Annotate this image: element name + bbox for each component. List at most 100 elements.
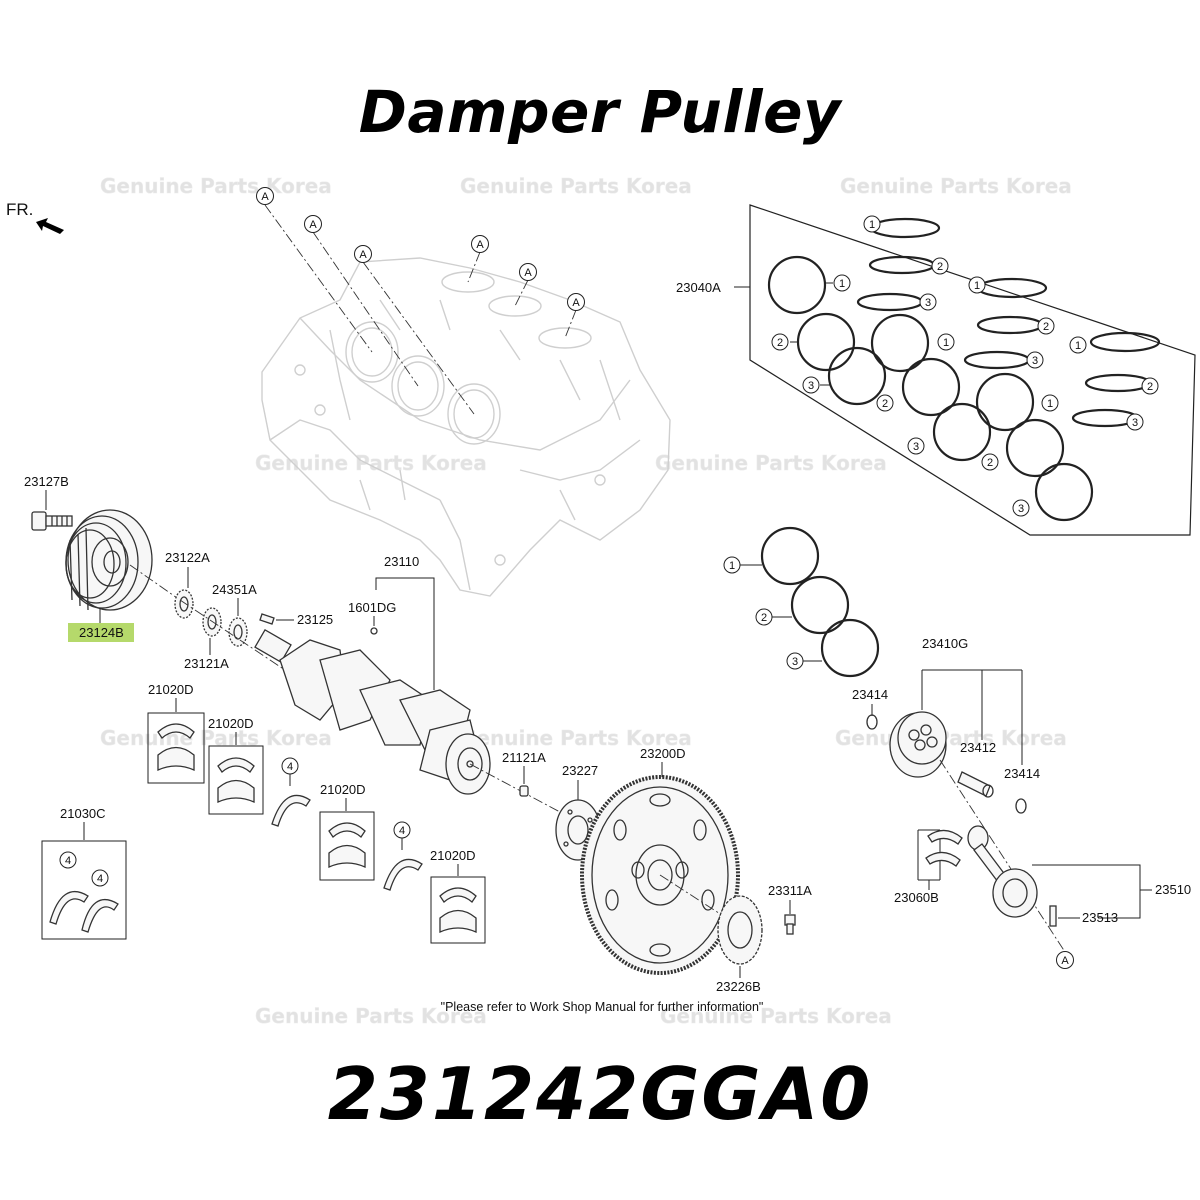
- callout-2: 2: [1141, 377, 1159, 395]
- front-arrow-icon: [36, 218, 64, 234]
- label-21020D: 21020D: [320, 782, 366, 797]
- damper-pulley: [65, 509, 153, 611]
- watermark: Genuine Parts Korea: [100, 174, 332, 198]
- ref-marker-a: A: [304, 215, 322, 233]
- svg-text:4: 4: [97, 873, 103, 885]
- piston-assembly-23410G: 23410G 23414 23412 23414: [852, 636, 1040, 814]
- main-bearing-21020D: 21020D: [319, 782, 375, 881]
- plate-23226B: 23226B: [716, 895, 763, 994]
- front-indicator-label: FR.: [6, 200, 33, 219]
- label-23124B: 23124B: [79, 625, 124, 640]
- svg-text:A: A: [1061, 955, 1069, 967]
- ref-marker-a: A: [354, 245, 372, 263]
- label-23412: 23412: [960, 740, 996, 755]
- svg-text:1: 1: [974, 280, 980, 292]
- part-number: 231242GGA0: [327, 1052, 873, 1136]
- front-indicator: FR.: [6, 200, 64, 234]
- label-23040A: 23040A: [676, 280, 721, 295]
- svg-text:A: A: [261, 191, 269, 203]
- ref-marker-a: A: [471, 235, 489, 253]
- flywheel-23200D: 23200D: [580, 746, 746, 975]
- label-23227: 23227: [562, 763, 598, 778]
- label-23127B: 23127B: [24, 474, 69, 489]
- label-23414: 23414: [1004, 766, 1040, 781]
- svg-text:3: 3: [913, 441, 919, 453]
- key-23125: 23125 1601DG: [259, 600, 396, 635]
- callout-3: 3: [1012, 499, 1030, 517]
- svg-text:2: 2: [761, 612, 767, 624]
- svg-text:A: A: [524, 267, 532, 279]
- label-23414: 23414: [852, 687, 888, 702]
- svg-text:2: 2: [882, 398, 888, 410]
- ref-marker-a: A: [567, 293, 585, 311]
- callout-2: 2: [1037, 317, 1055, 335]
- callout-3: 3: [1026, 351, 1044, 369]
- main-bearing-21020D: 21020D: [208, 716, 264, 815]
- svg-text:2: 2: [1043, 321, 1049, 333]
- callout-4: 4: [91, 869, 109, 887]
- thrust-washer-set-21030C: 21030C 4 4: [41, 806, 127, 940]
- callout-1: 1: [863, 215, 881, 233]
- piston-ring-set: 23040A 1 2 3 1 2 3 1: [676, 204, 1196, 536]
- callout-3: 3: [907, 437, 925, 455]
- svg-text:A: A: [572, 297, 580, 309]
- label-23110: 23110: [384, 554, 419, 569]
- label-21030C: 21030C: [60, 806, 106, 821]
- svg-text:2: 2: [777, 337, 783, 349]
- callout-2: 2: [981, 453, 999, 471]
- engine-block: [261, 257, 671, 597]
- diagram-title: Damper Pulley: [358, 78, 842, 146]
- bolt-23311A: 23311A: [768, 883, 812, 935]
- ref-markers: A A A A A A A: [256, 187, 1074, 969]
- label-23121A: 23121A: [184, 656, 229, 671]
- reference-lines: [264, 204, 577, 415]
- callout-4: 4: [59, 851, 77, 869]
- thrust-washers: 4 4: [271, 757, 423, 891]
- svg-text:A: A: [476, 239, 484, 251]
- watermark: Genuine Parts Korea: [660, 1004, 892, 1028]
- svg-text:A: A: [359, 249, 367, 261]
- callout-1: 1: [833, 274, 851, 292]
- svg-text:3: 3: [925, 297, 931, 309]
- svg-text:1: 1: [839, 278, 845, 290]
- svg-text:1: 1: [1047, 398, 1053, 410]
- label-21020D: 21020D: [148, 682, 194, 697]
- svg-text:4: 4: [287, 761, 293, 773]
- label-23200D: 23200D: [640, 746, 686, 761]
- watermark: Genuine Parts Korea: [460, 174, 692, 198]
- callout-3: 3: [919, 293, 937, 311]
- callout-1: 1: [1041, 394, 1059, 412]
- label-23060B: 23060B: [894, 890, 939, 905]
- svg-text:1: 1: [869, 219, 875, 231]
- callout-2: 2: [931, 257, 949, 275]
- svg-text:3: 3: [1018, 503, 1024, 515]
- callout-3: 3: [1126, 413, 1144, 431]
- label-23510: 23510: [1155, 882, 1191, 897]
- connecting-rod-23510: 23510 23513: [939, 759, 1191, 953]
- label-24351A: 24351A: [212, 582, 257, 597]
- callout-1: 1: [968, 276, 986, 294]
- label-23226B: 23226B: [716, 979, 761, 994]
- workshop-note: "Please refer to Work Shop Manual for fu…: [441, 1000, 764, 1014]
- conrod-bearing-23060B: 23060B: [894, 829, 963, 905]
- svg-text:2: 2: [1147, 381, 1153, 393]
- label-23122A: 23122A: [165, 550, 210, 565]
- svg-text:1: 1: [729, 560, 735, 572]
- callout-2: 2: [755, 608, 773, 626]
- piston-rings-set-single: 1 2 3: [723, 526, 880, 678]
- highlight-23124B: [68, 623, 134, 642]
- label-21121A: 21121A: [502, 750, 546, 765]
- svg-text:3: 3: [792, 656, 798, 668]
- dowel-21121A: 21121A: [502, 750, 546, 797]
- label-21020D: 21020D: [430, 848, 476, 863]
- callout-2: 2: [771, 333, 789, 351]
- callout-1: 1: [723, 556, 741, 574]
- watermark: Genuine Parts Korea: [840, 174, 1072, 198]
- label-23410G: 23410G: [922, 636, 968, 651]
- ref-marker-a: A: [1056, 951, 1074, 969]
- main-bearing-21020D: 21020D: [430, 848, 486, 944]
- callout-2: 2: [876, 394, 894, 412]
- svg-text:2: 2: [987, 457, 993, 469]
- label-23311A: 23311A: [768, 883, 812, 898]
